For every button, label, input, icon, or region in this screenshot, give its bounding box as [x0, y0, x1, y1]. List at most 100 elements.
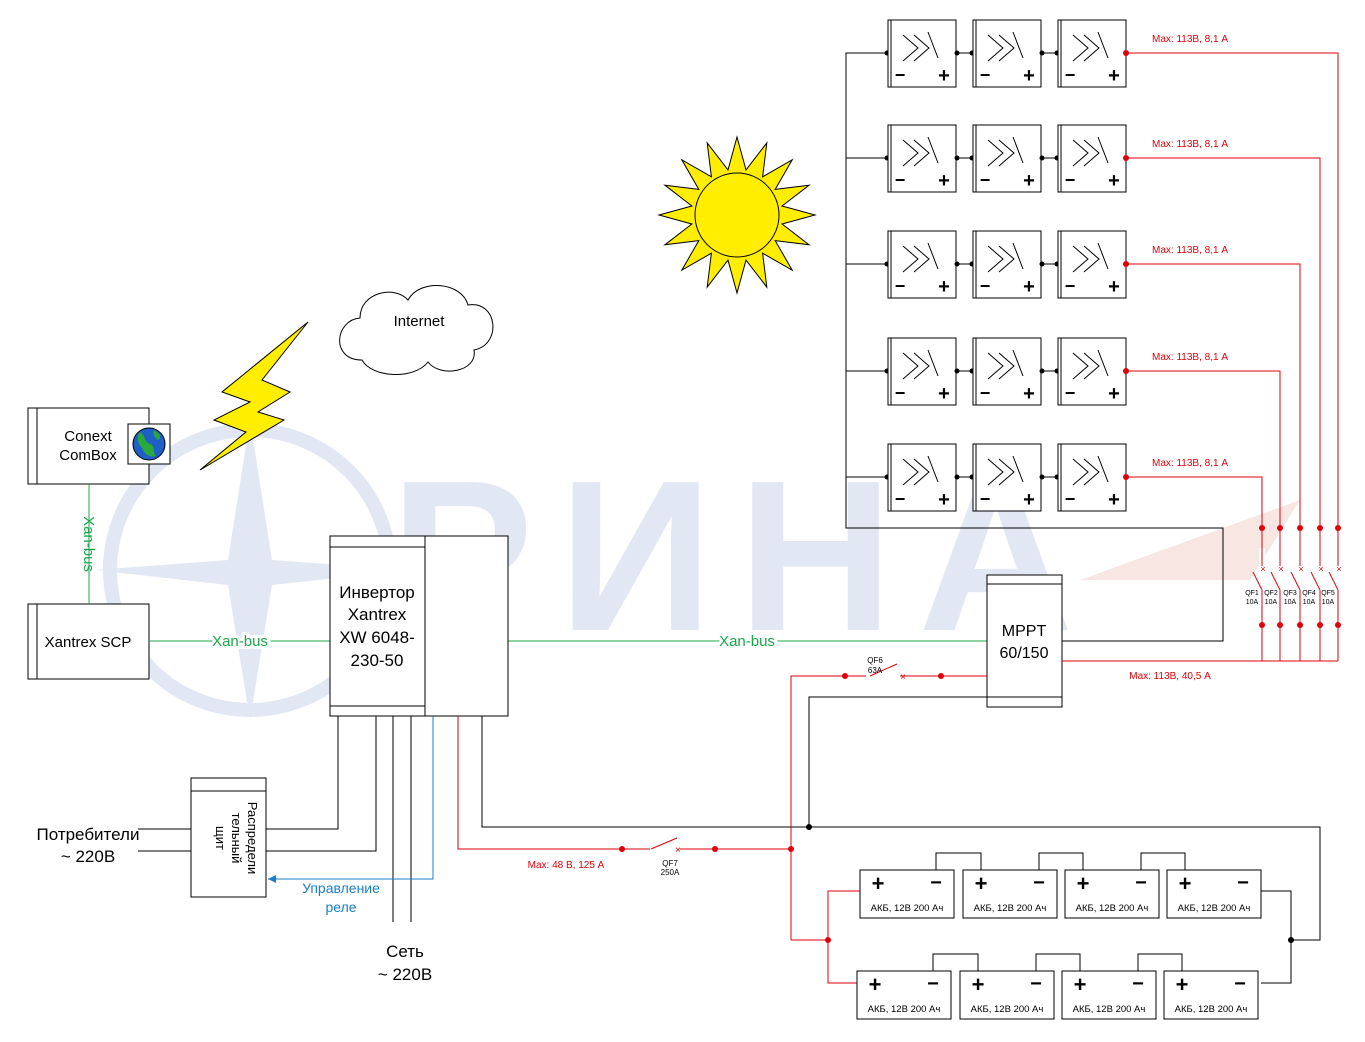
- module-plus-label: +: [938, 489, 950, 511]
- module-plus-label: +: [1108, 65, 1120, 87]
- qf6-cross: ×: [900, 672, 906, 683]
- module-plus-label: +: [938, 276, 950, 298]
- breaker-name: QF1: [1245, 590, 1259, 597]
- battery-feed-label: Max: 48 В, 125 А: [528, 860, 605, 871]
- module-minus-label: −: [1065, 170, 1076, 190]
- pv-module: −+: [972, 230, 1042, 299]
- battery-minus-label: −: [1234, 973, 1246, 995]
- consumers-label-1: Потребители: [37, 825, 140, 844]
- qf7-cross: ×: [675, 845, 681, 856]
- breaker-rating: 10A: [1284, 599, 1297, 606]
- pv-module: −+: [887, 337, 957, 406]
- battery-bank: + − АКБ, 12В 200 Ач + − АКБ, 12В 200 Ач + − АКБ,…: [856, 852, 1262, 1020]
- grid-label-2: ~ 220В: [378, 965, 432, 984]
- module-minus-label: −: [980, 489, 991, 509]
- pv-string-label: Max: 113В, 8,1 А: [1152, 352, 1228, 363]
- combox-device: Conext ComBox: [27, 407, 171, 485]
- breaker-cross: ×: [1278, 564, 1283, 574]
- qf7-name: QF7: [662, 859, 678, 868]
- internet-label: Internet: [394, 313, 446, 330]
- pv-module: −+: [1057, 337, 1127, 406]
- pv-module: −+: [887, 230, 957, 299]
- pv-string: −+−+−+Max: 113В, 8,1 А: [884, 19, 1339, 661]
- breaker-cross: ×: [1318, 564, 1323, 574]
- inverter-device: Инвертор Xantrex XW 6048- 230-50: [329, 535, 509, 717]
- battery-minus-label: −: [1135, 872, 1147, 894]
- grid-label-1: Сеть: [386, 942, 424, 961]
- module-minus-label: −: [1065, 65, 1076, 85]
- pv-module: −+: [1057, 19, 1127, 88]
- pv-string: −+−+−+Max: 113В, 8,1 А: [846, 337, 1281, 661]
- module-minus-label: −: [1065, 276, 1076, 296]
- relay-control-line: Управление реле: [268, 716, 434, 915]
- module-plus-label: +: [1108, 276, 1120, 298]
- module-plus-label: +: [938, 383, 950, 405]
- battery-plus-label: +: [872, 871, 885, 896]
- pv-module: −+: [972, 337, 1042, 406]
- pv-module: −+: [972, 443, 1042, 512]
- breaker-rating: 10A: [1246, 599, 1259, 606]
- battery-plus-label: +: [1074, 972, 1087, 997]
- pv-string: −+−+−+Max: 113В, 8,1 А: [846, 443, 1263, 661]
- battery-minus-label: −: [930, 872, 942, 894]
- consumers-label-2: ~ 220В: [61, 847, 115, 866]
- battery-label: АКБ, 12В 200 Ач: [971, 1004, 1044, 1015]
- battery-plus-label: +: [869, 972, 882, 997]
- breaker-rating: 10A: [1265, 599, 1278, 606]
- battery-minus-label: −: [1237, 872, 1249, 894]
- mppt-label-2: 60/150: [1000, 645, 1049, 662]
- qf6-name: QF6: [867, 656, 883, 665]
- pv-module: −+: [1057, 124, 1127, 193]
- pv-string: −+−+−+Max: 113В, 8,1 А: [846, 230, 1301, 661]
- battery-plus-label: +: [975, 871, 988, 896]
- battery-plus-label: +: [1179, 871, 1192, 896]
- battery-plus-label: +: [972, 972, 985, 997]
- module-plus-label: +: [1108, 170, 1120, 192]
- pv-module: −+: [887, 19, 957, 88]
- module-plus-label: +: [1108, 489, 1120, 511]
- inverter-label-1: Инвертор: [339, 583, 415, 602]
- globe-icon: [127, 423, 171, 465]
- pv-module: −+: [1057, 443, 1127, 512]
- module-minus-label: −: [980, 65, 991, 85]
- qf6-rating: 63A: [868, 666, 883, 675]
- xanbus-vertical-label: Xan-bus: [80, 516, 97, 572]
- module-plus-label: +: [938, 65, 950, 87]
- pv-module: −+: [887, 443, 957, 512]
- battery-label: АКБ, 12В 200 Ач: [1178, 903, 1251, 914]
- battery-minus-label: −: [1033, 872, 1045, 894]
- inverter-label-4: 230-50: [351, 651, 404, 670]
- module-plus-label: +: [1023, 276, 1035, 298]
- pv-string-label: Max: 113В, 8,1 А: [1152, 139, 1228, 150]
- pv-combined-label: Max: 113В, 40,5 А: [1129, 671, 1211, 682]
- battery-minus-label: −: [927, 973, 939, 995]
- pv-string: −+−+−+Max: 113В, 8,1 А: [846, 124, 1321, 661]
- battery: +−АКБ, 12В 200 Ач: [1061, 970, 1157, 1020]
- breaker-name: QF3: [1283, 590, 1297, 597]
- relay-control-label-1: Управление: [302, 880, 380, 896]
- breaker-cross: ×: [1336, 564, 1341, 574]
- battery-minus-label: −: [1030, 973, 1042, 995]
- pv-string-label: Max: 113В, 8,1 А: [1152, 458, 1228, 469]
- pv-module: −+: [887, 124, 957, 193]
- module-minus-label: −: [980, 170, 991, 190]
- scp-label: Xantrex SCP: [45, 634, 132, 651]
- battery: + − АКБ, 12В 200 Ач: [959, 970, 1055, 1020]
- xanbus-scp-label: Xan-bus: [212, 633, 268, 650]
- board-label-2: тельный: [229, 813, 244, 864]
- module-minus-label: −: [895, 276, 906, 296]
- battery: + − АКБ, 12В 200 Ач: [1166, 869, 1262, 919]
- combox-label-1: Conext: [64, 428, 112, 445]
- battery: +−АКБ, 12В 200 Ач: [1064, 869, 1160, 919]
- module-minus-label: −: [1065, 489, 1076, 509]
- battery-label: АКБ, 12В 200 Ач: [1073, 1004, 1146, 1015]
- breaker-rating: 10A: [1322, 599, 1335, 606]
- battery: +−АКБ, 12В 200 Ач: [856, 970, 952, 1020]
- battery-plus-label: +: [1176, 972, 1189, 997]
- battery-label: АКБ, 12В 200 Ач: [871, 903, 944, 914]
- scp-device: Xantrex SCP: [27, 603, 150, 680]
